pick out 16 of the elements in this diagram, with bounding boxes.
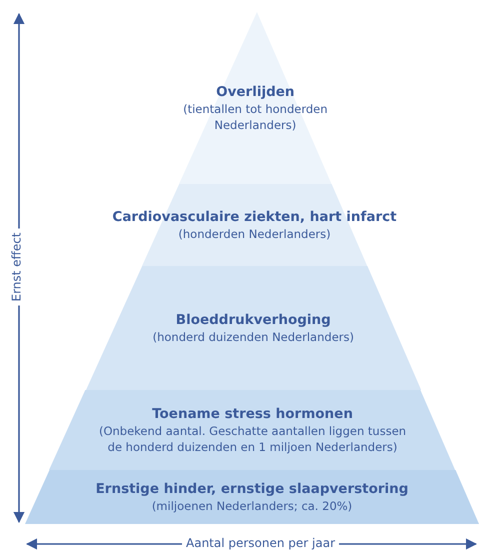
pyramid-tier [86,266,421,390]
tier-description: (Onbekend aantal. Geschatte aantallen liggen tussen de honderd duizenden en 1 miljoen Nederlanders) [98,423,408,455]
pyramid-tier [49,390,456,470]
tier-heading: Overlijden [216,83,295,101]
tier-description: (honderd duizenden Nederlanders) [152,329,354,345]
tier-heading: Bloeddrukverhoging [176,311,331,329]
tier-heading: Cardiovasculaire ziekten, hart infarct [112,208,397,226]
pyramid-tier [25,470,479,524]
tier-description: (honderden Nederlanders) [178,226,331,242]
tier-heading: Ernstige hinder, ernstige slaapverstoring [96,480,408,498]
pyramid-tier [179,12,332,184]
axis-label: Aantal personen per jaar [182,536,340,550]
tier-heading: Toename stress hormonen [152,405,353,423]
axis-label: Ernst effect [10,228,24,306]
tier-description: (miljoenen Nederlanders; ca. 20%) [152,498,352,514]
tier-description: (tientallen tot honderden Nederlanders) [182,101,329,133]
